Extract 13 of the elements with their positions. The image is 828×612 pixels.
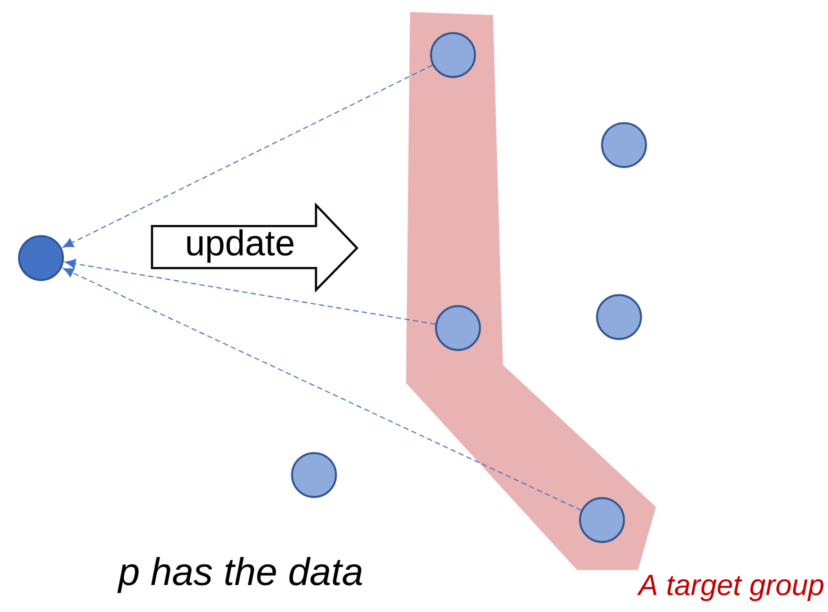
dashed-arrow <box>62 64 433 248</box>
highlight-band <box>406 12 656 570</box>
circle <box>601 122 647 168</box>
circle <box>579 497 625 543</box>
circle <box>596 294 642 340</box>
dashed-arrow <box>62 268 582 511</box>
dashed-arrow <box>64 258 436 325</box>
circle <box>430 32 476 78</box>
circle <box>291 452 337 498</box>
caption-text: p has the data <box>117 556 362 594</box>
circle <box>435 305 481 351</box>
circle <box>18 235 64 281</box>
group-label: A target group <box>637 574 824 602</box>
